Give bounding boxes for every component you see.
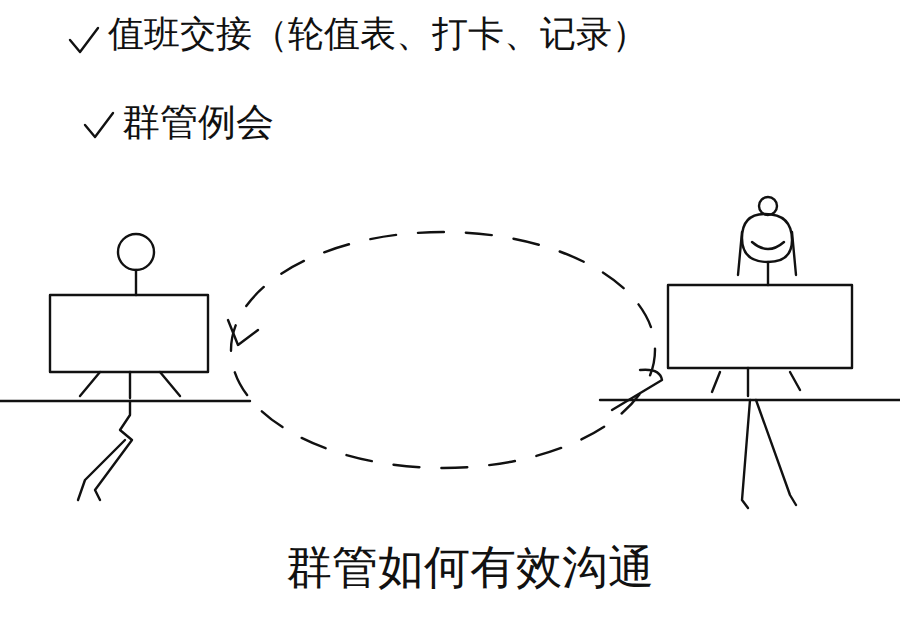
dashed-loop [231,232,655,468]
checklist-item: 值班交接（轮值表、打卡、记录） [108,12,648,55]
check-mark [85,113,113,137]
person-right [600,197,900,508]
arrow-head [228,320,258,345]
check-mark [70,28,98,52]
caption: 群管如何有效沟通 [286,540,654,595]
checklist-item: 群管例会 [122,100,274,146]
person-left [0,234,250,500]
